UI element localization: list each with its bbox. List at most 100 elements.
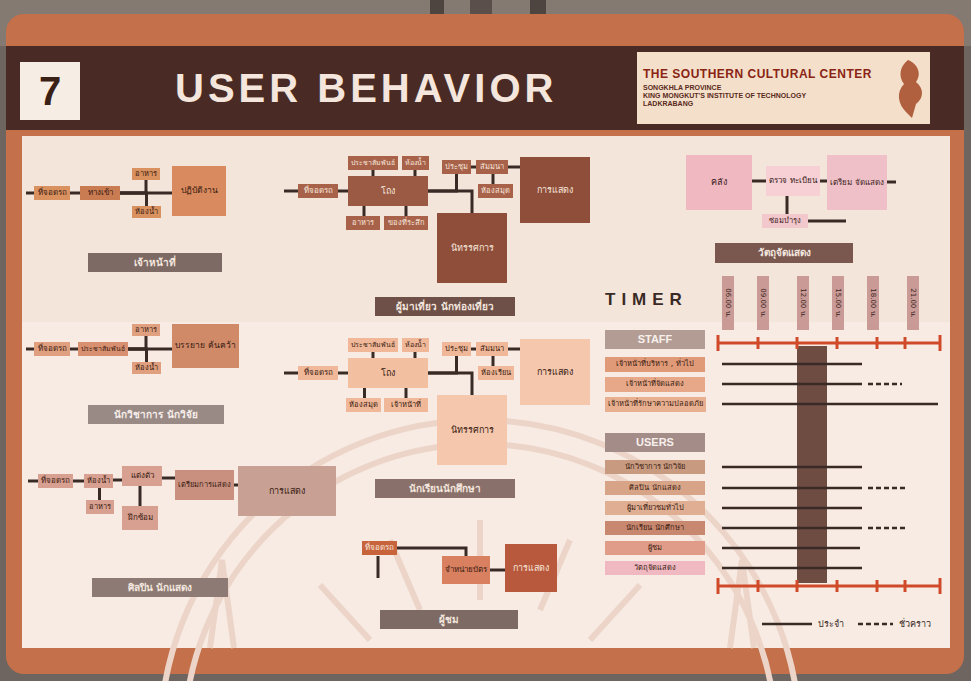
- timeline-row-label: วัตถุจัดแสดง: [605, 561, 705, 575]
- corridor-line: [428, 373, 472, 395]
- corridor-line: [405, 206, 408, 216]
- node-text: เจ้าหน้าที่จัดแสดง: [626, 380, 684, 389]
- node-text: อาหาร: [135, 326, 157, 335]
- corridor-line: [113, 479, 122, 482]
- timeline-row-label: เจ้าหน้าที่จัดแสดง: [605, 377, 705, 392]
- time-label: 21.00 น.: [907, 277, 919, 329]
- room-box: ประชุม: [442, 342, 471, 356]
- corridor-line: [490, 569, 505, 572]
- room-box: ห้องน้ำ: [132, 362, 161, 374]
- room-box: การแสดง: [520, 157, 590, 223]
- time-line: [722, 364, 938, 568]
- node-text: ประชาสัมพันธ์: [81, 345, 125, 353]
- node-text: ที่จอดรถ: [38, 188, 67, 197]
- title-block-text: SONGKHLA PROVINCE: [643, 84, 721, 92]
- node-text: ที่จอดรถ: [304, 186, 333, 195]
- title-block-text: THE SOUTHERN CULTURAL CENTER: [643, 68, 872, 82]
- timer-heading: USERS: [605, 433, 705, 452]
- room-box: ซ่อมบำรุง: [762, 214, 808, 228]
- node-text: นักเรียนนักศึกษา: [409, 483, 481, 495]
- corridor-line: [786, 196, 789, 214]
- room-box: ประชุม: [442, 160, 471, 174]
- corridor-line: [120, 180, 146, 193]
- room-box: การแสดง: [520, 339, 590, 405]
- node-text: เจ้าหน้าที่: [391, 401, 421, 410]
- poster-ground-light: [22, 322, 950, 648]
- node-text: ประชุม: [445, 345, 468, 354]
- timeline-row-label: ศิลปิน นักแสดง: [605, 481, 705, 495]
- room-box: อาหาร: [86, 500, 114, 514]
- node-text: ประชาสัมพันธ์: [351, 159, 395, 167]
- group-caption: ศิลปิน นักแสดง: [92, 578, 228, 597]
- room-box: สัมมนา: [476, 342, 508, 356]
- title-block-text: KING MONGKUT'S INSTITUTE OF TECHNOLOGY: [643, 92, 806, 100]
- corridor-line: [428, 191, 472, 213]
- corridor-line: [428, 174, 457, 191]
- room-box: ประชาสัมพันธ์: [348, 156, 398, 170]
- room-box: จำหน่ายบัตร: [442, 556, 490, 584]
- node-text: ห้องสมุด: [349, 401, 378, 410]
- node-text: อาหาร: [89, 503, 111, 512]
- corridor-line: [752, 180, 766, 183]
- logo-figure: [899, 60, 922, 118]
- node-text: ที่จอดรถ: [365, 543, 394, 552]
- room-box: ที่จอดรถ: [38, 474, 73, 488]
- title-block-text: LADKRABANG: [643, 100, 693, 108]
- group-caption: นักเรียนนักศึกษา: [375, 479, 515, 498]
- room-box: ที่จอดรถ: [34, 342, 70, 356]
- node-text: เจ้าหน้าที่: [134, 257, 176, 269]
- timeline-row-label: นักเรียน นักศึกษา: [605, 521, 705, 535]
- node-text: ศิลปิน นักแสดง: [629, 484, 680, 493]
- node-text: ที่จอดรถ: [38, 344, 67, 353]
- node-text: ผู้ชม: [439, 614, 459, 626]
- node-text: ห้องน้ำ: [135, 364, 158, 373]
- node-text: โถง: [381, 186, 395, 196]
- room-box: เตรียม จัดแสดง: [827, 155, 887, 210]
- room-box: ที่จอดรถ: [298, 184, 338, 198]
- logo-ground: [887, 52, 930, 124]
- node-text: ห้องน้ำ: [135, 208, 158, 217]
- node-text: ผู้ชม: [648, 544, 662, 553]
- room-box: ประชาสัมพันธ์: [348, 338, 398, 352]
- header-band: [6, 46, 964, 130]
- node-text: คลัง: [711, 177, 727, 187]
- node-text: ที่จอดรถ: [41, 476, 70, 485]
- node-text: วัตถุจัดแสดง: [758, 247, 811, 259]
- node-text: ห้องน้ำ: [405, 341, 426, 349]
- room-box: บรรยาย ค้นคว้า: [172, 324, 239, 368]
- group-caption: นักวิชาการ นักวิจัย: [88, 405, 224, 424]
- node-text: ห้องน้ำ: [405, 159, 426, 167]
- spine-stub: [26, 182, 896, 578]
- time-label: 12.00 น.: [797, 277, 809, 329]
- title-block: THE SOUTHERN CULTURAL CENTER SONGKHLA PRO…: [637, 52, 887, 124]
- room-box: โถง: [348, 176, 428, 206]
- room-box: ประชาสัมพันธ์: [78, 342, 128, 356]
- node-text: แต่งตัว: [131, 471, 154, 480]
- room-box: ห้องสมุด: [478, 184, 513, 198]
- node-text: โถง: [381, 368, 395, 378]
- node-text: ที่จอดรถ: [304, 368, 333, 377]
- node-text: เจ้าหน้าที่รักษาความปลอดภัย: [608, 400, 703, 409]
- room-box: ห้องน้ำ: [132, 206, 161, 218]
- room-box: ที่จอดรถ: [34, 186, 70, 200]
- time-label: 06.00 น.: [722, 277, 734, 329]
- timeline-row-label: เจ้าหน้าที่บริหาร , ทั่วไป: [605, 357, 705, 372]
- node-text: สัมมนา: [480, 345, 504, 354]
- node-text: นิทรรศการ: [451, 243, 494, 253]
- room-box: ห้องน้ำ: [84, 474, 113, 488]
- corridor-line: [139, 486, 142, 506]
- node-text: เจ้าหน้าที่บริหาร , ทั่วไป: [616, 360, 693, 369]
- node-text: ประชาสัมพันธ์: [351, 341, 395, 349]
- room-box: นิทรรศการ: [437, 213, 507, 283]
- corridor-line: [128, 348, 172, 351]
- node-text: นักวิชาการ นักวิจัย: [625, 463, 685, 472]
- node-text: อาหาร: [135, 170, 157, 179]
- node-text: นักวิชาการ นักวิจัย: [114, 409, 197, 421]
- corridor-line: [338, 190, 348, 193]
- room-box: ปฏิบัติงาน: [172, 166, 226, 216]
- poster-ground: [22, 136, 950, 648]
- room-box: คลัง: [686, 155, 752, 210]
- room-box: เตรียมการแสดง: [175, 470, 234, 500]
- room-box: ห้องเรียน: [478, 366, 514, 380]
